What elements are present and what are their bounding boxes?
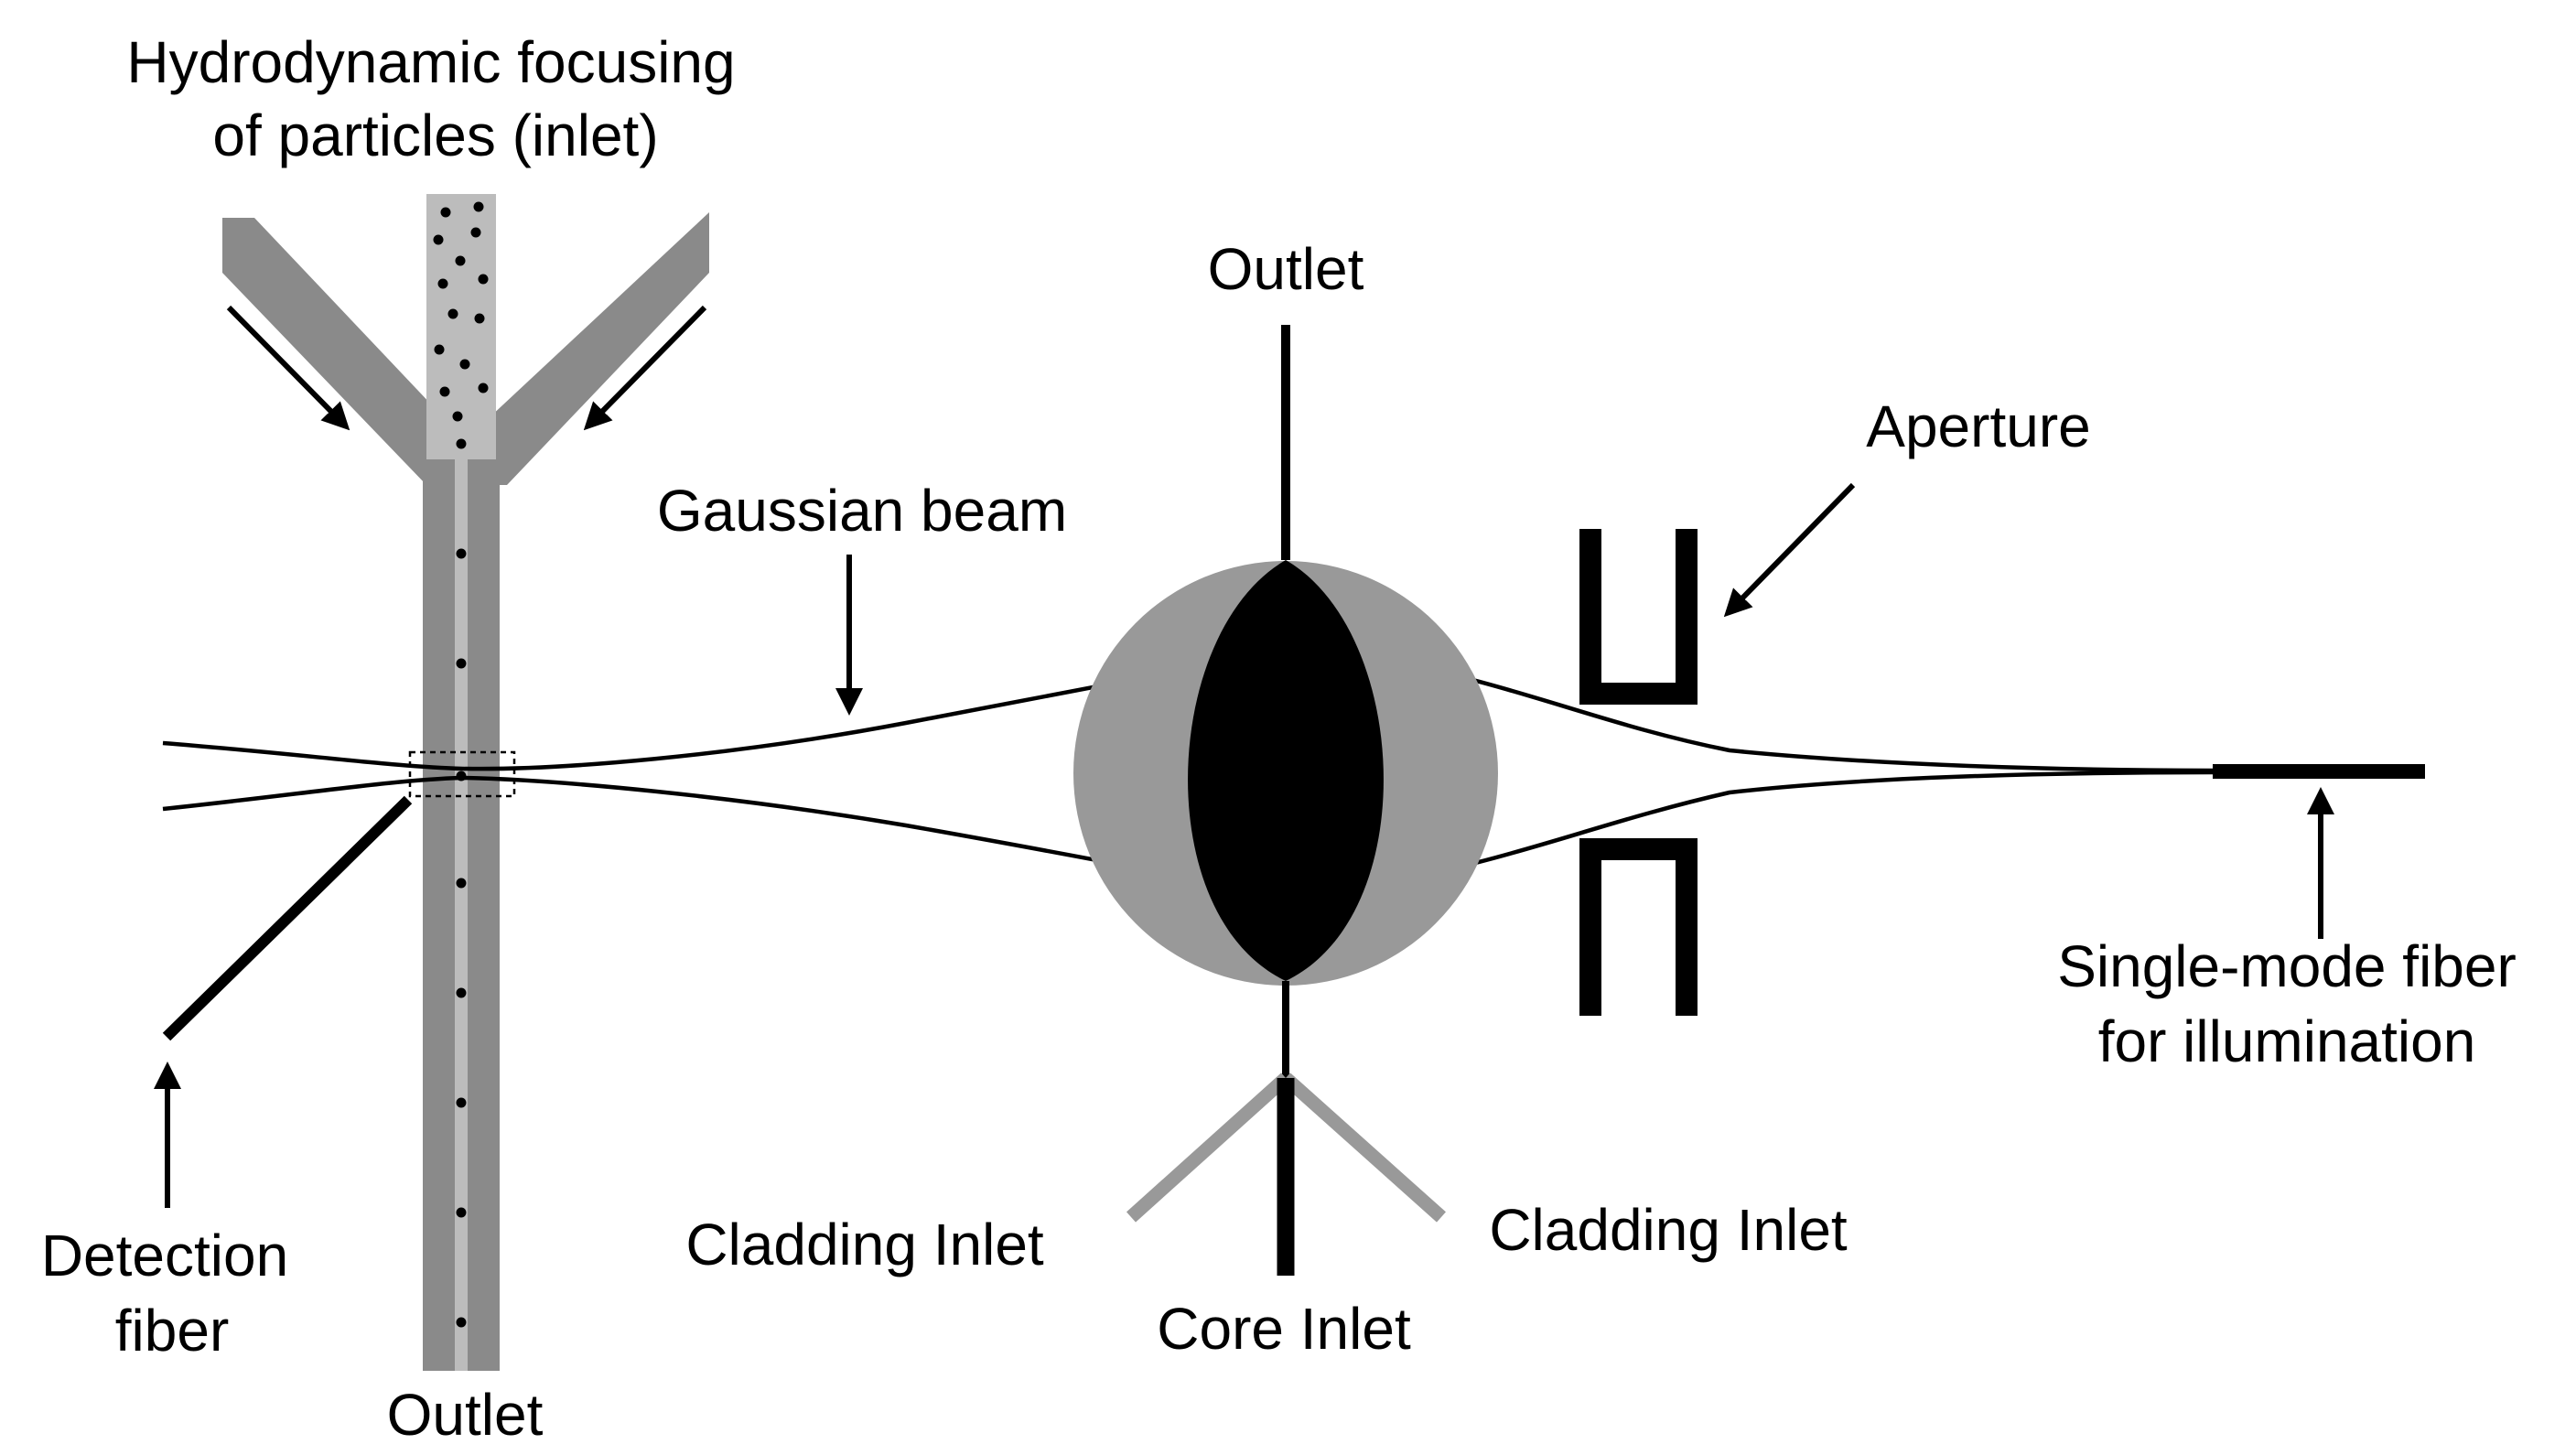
sheath-inlet-arm-left [222, 218, 469, 485]
beam-focused-lower [1367, 770, 2220, 887]
sheath-flow-arrow-right [583, 305, 707, 431]
label-hydrodynamic-focusing-line2: of particles (inlet) [212, 102, 658, 168]
focusing-channel [222, 194, 709, 1371]
label-gaussian-beam: Gaussian beam [657, 478, 1067, 544]
detection-fiber [162, 795, 413, 1041]
label-cladding-inlet-right: Cladding Inlet [1489, 1197, 1848, 1263]
label-outlet-top: Outlet [1208, 236, 1364, 302]
label-hydrodynamic-focusing-line1: Hydrodynamic focusing [126, 29, 735, 95]
sheath-inlet-arm-right [461, 212, 709, 485]
lens-core [1188, 560, 1384, 981]
aperture-upper-jaw [1579, 529, 1698, 705]
gaussian-beam [162, 656, 2220, 887]
aperture-lower-jaw [1579, 838, 1698, 1016]
label-cladding-inlet-left: Cladding Inlet [685, 1212, 1044, 1277]
sheath-flow-arrow-left [226, 305, 350, 431]
beam-focused-upper [1367, 656, 2220, 773]
aperture [1579, 529, 1698, 1016]
label-core-inlet: Core Inlet [1157, 1296, 1411, 1362]
label-outlet-bottom: Outlet [387, 1382, 544, 1448]
interrogation-region [408, 750, 516, 798]
focused-sample-stream [455, 453, 468, 1371]
label-detection-fiber-line2: fiber [115, 1298, 230, 1363]
particles [433, 201, 489, 1328]
liquid-lens [1073, 325, 1498, 1276]
aperture-arrow [1723, 482, 1856, 618]
beam-upper-edge [162, 663, 1204, 771]
label-aperture: Aperture [1866, 393, 2090, 459]
label-single-mode-fiber-line2: for illumination [2098, 1008, 2476, 1074]
cladding-inlet-channel-right [1281, 1072, 1446, 1223]
beam-lower-edge [162, 775, 1204, 883]
label-detection-fiber-line1: Detection [41, 1223, 288, 1288]
label-single-mode-fiber-line1: Single-mode fiber [2057, 933, 2517, 999]
cladding-inlet-channel-left [1126, 1072, 1291, 1223]
